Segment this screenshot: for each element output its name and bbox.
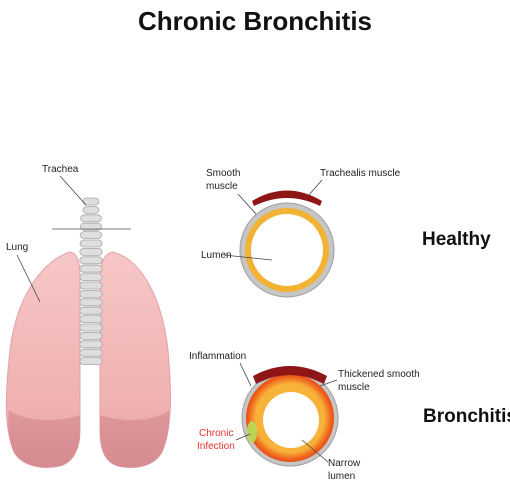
healthy-airway-cross-section xyxy=(239,190,335,298)
label-inflammation: Inflammation xyxy=(189,351,246,362)
leader-trachealis-muscle xyxy=(307,179,323,197)
trachea-ring xyxy=(79,247,103,256)
trachea-ring xyxy=(79,273,103,282)
label-trachea: Trachea xyxy=(42,164,79,175)
section-healthy: Healthy xyxy=(422,229,491,250)
trachea-ring xyxy=(79,323,103,332)
label-thickened-line1: Thickened smooth xyxy=(338,369,420,380)
bronchitis-narrow-lumen xyxy=(263,392,319,448)
trachea-ring xyxy=(82,205,100,214)
label-thickened-line2: muscle xyxy=(338,382,370,393)
label-narrow-lumen: Narrow lumen xyxy=(328,458,363,482)
label-lumen: Lumen xyxy=(201,250,232,261)
label-chronic-infection-line2: Infection xyxy=(197,441,235,452)
leader-smooth-muscle xyxy=(237,193,257,215)
trachea-ring xyxy=(79,340,103,349)
trachea-ring xyxy=(79,239,103,248)
lungs-illustration xyxy=(5,197,171,468)
infection-patch xyxy=(247,421,257,443)
trachea-ring xyxy=(79,289,103,298)
trachea xyxy=(79,197,103,366)
label-narrow-lumen-line2: lumen xyxy=(328,471,355,482)
trachea-ring xyxy=(79,315,103,324)
trachea-ring xyxy=(79,281,103,290)
section-bronchitis: Bronchitis xyxy=(423,406,510,427)
bronchitis-airway-cross-section xyxy=(241,366,339,467)
page-title: Chronic Bronchitis xyxy=(138,6,372,36)
leader-trachea xyxy=(59,175,87,206)
healthy-trachealis-muscle xyxy=(252,190,322,206)
trachea-ring xyxy=(79,231,103,240)
right-lung-base-shadow xyxy=(100,410,170,468)
trachea-ring xyxy=(79,306,103,315)
label-smooth-muscle: Smooth muscle xyxy=(206,168,243,192)
leader-thickened-smooth-muscle xyxy=(319,379,338,387)
label-smooth-muscle-line1: Smooth xyxy=(206,168,240,179)
left-lung-base-shadow xyxy=(8,410,80,468)
label-chronic-infection: Chronic Infection xyxy=(197,428,236,452)
trachea-ring xyxy=(79,264,103,273)
leader-lung xyxy=(16,254,41,303)
label-trachealis-muscle: Trachealis muscle xyxy=(320,168,401,179)
trachea-ring xyxy=(80,214,102,223)
trachea-ring xyxy=(79,348,103,357)
label-lung: Lung xyxy=(6,242,28,253)
trachea-ring xyxy=(79,331,103,340)
leader-inflammation xyxy=(239,362,252,387)
leader-lumen xyxy=(223,254,273,261)
trachea-ring xyxy=(79,298,103,307)
label-narrow-lumen-line1: Narrow xyxy=(328,458,361,469)
healthy-lumen xyxy=(251,214,323,286)
trachea-ring xyxy=(80,222,103,231)
label-thickened-smooth-muscle: Thickened smooth muscle xyxy=(338,369,423,393)
leader-narrow-lumen xyxy=(301,439,329,463)
leader-chronic-infection xyxy=(235,433,251,441)
trachea-ring xyxy=(79,256,103,265)
label-smooth-muscle-line2: muscle xyxy=(206,181,238,192)
bronchitis-thickened-smooth-muscle xyxy=(253,366,327,384)
label-chronic-infection-line1: Chronic xyxy=(199,428,233,439)
trachea-ring xyxy=(79,357,103,366)
